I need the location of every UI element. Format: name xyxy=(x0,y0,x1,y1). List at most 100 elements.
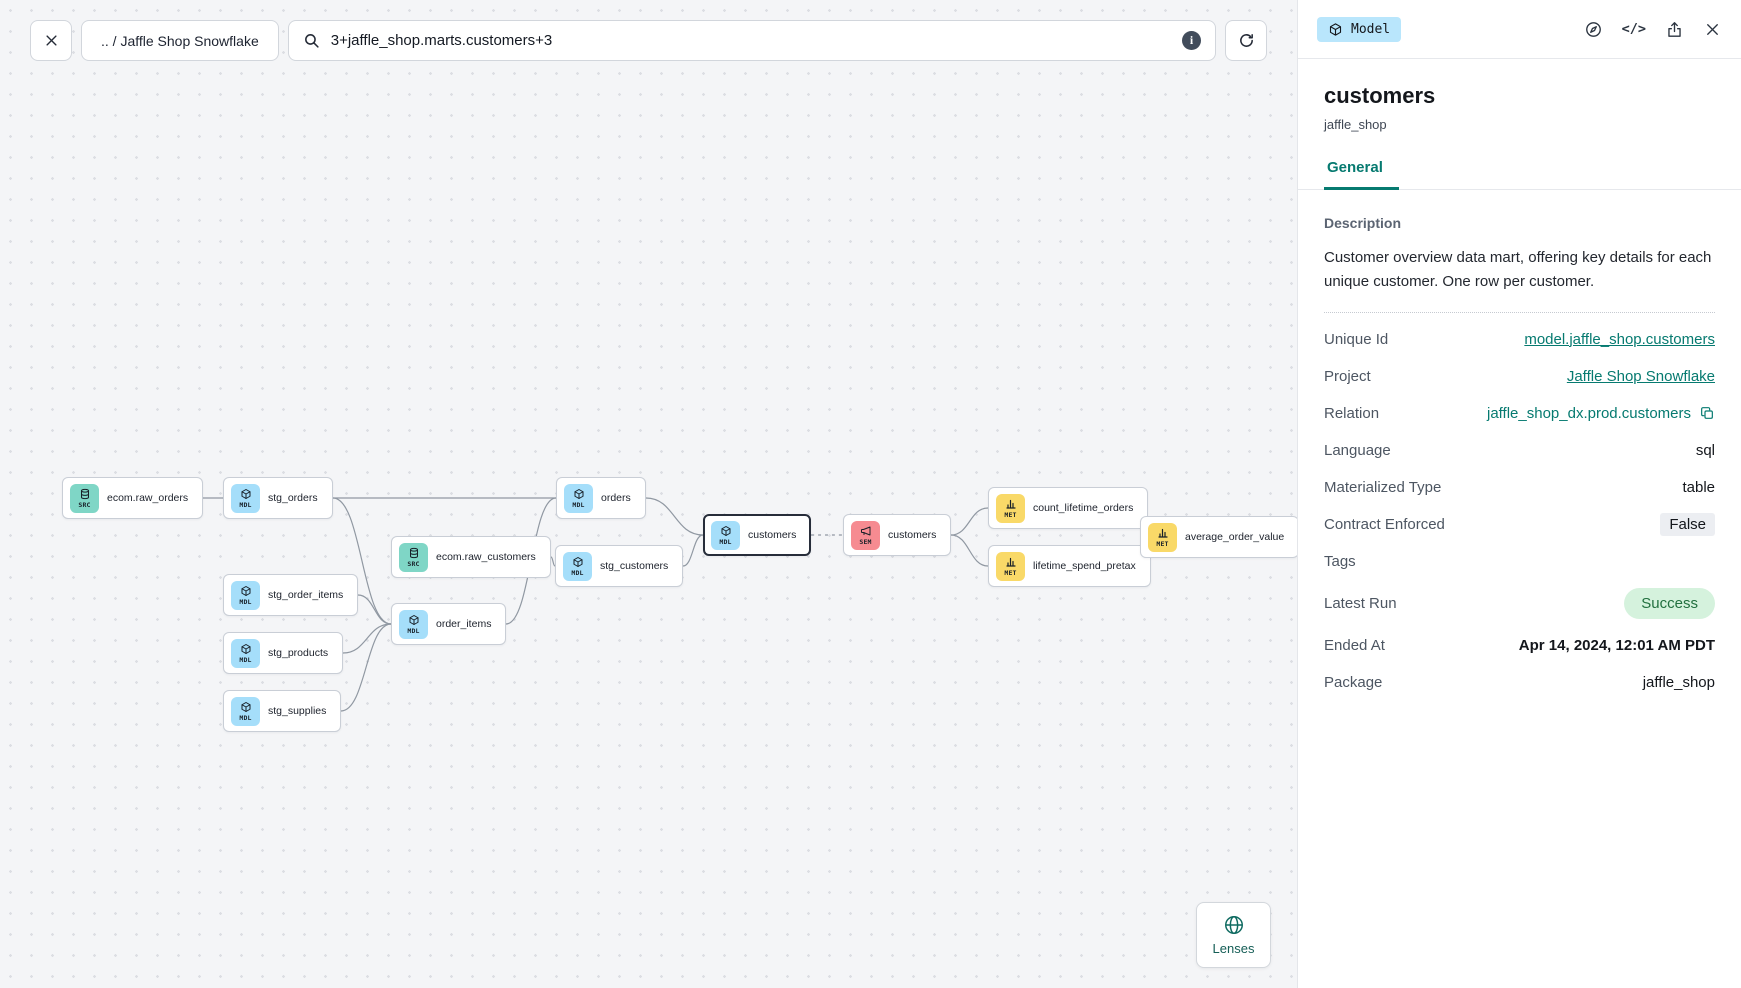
model-package-subtitle: jaffle_shop xyxy=(1324,117,1387,132)
model-cube-icon xyxy=(1329,22,1342,36)
node-label: stg_order_items xyxy=(268,589,344,601)
lenses-label: Lenses xyxy=(1212,941,1255,956)
graph-node-stg_products[interactable]: MDL stg_products xyxy=(223,632,344,674)
breadcrumb[interactable]: .. / Jaffle Shop Snowflake xyxy=(81,20,279,61)
view-code-button[interactable]: </> xyxy=(1621,21,1646,37)
model-icon: MDL xyxy=(399,609,428,639)
lineage-selector-searchbox[interactable]: i xyxy=(287,20,1216,61)
graph-node-orders[interactable]: MDL orders xyxy=(556,477,646,519)
detail-label: Ended At xyxy=(1324,636,1385,654)
model-icon: MDL xyxy=(564,483,593,513)
description-label: Description xyxy=(1324,215,1402,231)
detail-label: Latest Run xyxy=(1324,594,1397,612)
resource-type-badge: Model xyxy=(1317,16,1402,42)
graph-node-count_lifetime_orders[interactable]: MET count_lifetime_orders xyxy=(988,487,1149,529)
detail-value-unique-id[interactable]: model.jaffle_shop.customers xyxy=(1524,330,1715,348)
graph-node-order_items[interactable]: MDL order_items xyxy=(391,603,507,645)
detail-label: Language xyxy=(1324,441,1391,459)
node-label: average_order_value xyxy=(1185,531,1285,543)
node-label: lifetime_spend_pretax xyxy=(1033,560,1136,572)
detail-label: Package xyxy=(1324,673,1383,691)
graph-node-customers[interactable]: MDL customers xyxy=(703,514,812,556)
node-label: stg_customers xyxy=(600,560,669,572)
model-icon: MDL xyxy=(711,520,740,550)
node-label: customers xyxy=(748,529,797,541)
graph-node-raw_customers[interactable]: SRC ecom.raw_customers xyxy=(391,536,551,578)
explore-compass-icon xyxy=(1585,21,1601,37)
lenses-globe-icon xyxy=(1224,916,1243,934)
model-icon: MDL xyxy=(231,696,260,726)
explore-button[interactable] xyxy=(1584,20,1603,39)
node-label: orders xyxy=(601,492,631,504)
detail-value-package: jaffle_shop xyxy=(1642,673,1715,691)
close-icon xyxy=(1707,23,1718,35)
panel-tabbar: General xyxy=(1298,159,1741,190)
model-icon: MDL xyxy=(231,580,260,610)
close-lineage-button[interactable] xyxy=(30,20,72,61)
detail-label: Tags xyxy=(1324,552,1356,570)
detail-value-relation[interactable]: jaffle_shop_dx.prod.customers xyxy=(1486,404,1691,422)
detail-label: Project xyxy=(1324,367,1371,385)
source-icon: SRC xyxy=(399,542,428,572)
divider xyxy=(1324,311,1715,313)
detail-label: Materialized Type xyxy=(1324,478,1442,496)
detail-row-project: Project Jaffle Shop Snowflake xyxy=(1324,358,1715,395)
graph-node-stg_customers[interactable]: MDL stg_customers xyxy=(555,545,684,587)
graph-node-stg_order_items[interactable]: MDL stg_order_items xyxy=(223,574,359,616)
metric-icon: MET xyxy=(996,493,1025,523)
share-export-icon xyxy=(1668,21,1681,37)
detail-value-materialized-type: table xyxy=(1682,478,1715,496)
refresh-icon xyxy=(1239,34,1253,47)
panel-header: Model </> xyxy=(1298,0,1741,59)
node-label: count_lifetime_orders xyxy=(1033,502,1134,514)
detail-value-language: sql xyxy=(1695,441,1715,459)
node-label: customers xyxy=(888,529,937,541)
refresh-lineage-button[interactable] xyxy=(1225,20,1267,61)
detail-value-project[interactable]: Jaffle Shop Snowflake xyxy=(1566,367,1715,385)
tab-general[interactable]: General xyxy=(1324,159,1399,190)
model-name-title: customers xyxy=(1324,83,1436,108)
panel-title-block: customers jaffle_shop xyxy=(1298,59,1741,132)
graph-node-lifetime_spend_pretax[interactable]: MET lifetime_spend_pretax xyxy=(988,545,1151,587)
detail-row-latest-run: Latest Run Success xyxy=(1324,580,1715,627)
detail-row-language: Language sql xyxy=(1324,432,1715,469)
selector-info-icon[interactable]: i xyxy=(1182,31,1201,50)
panel-body: Description Customer overview data mart,… xyxy=(1298,190,1741,726)
node-label: stg_products xyxy=(268,647,329,659)
model-icon: MDL xyxy=(231,638,260,668)
lenses-button[interactable]: Lenses xyxy=(1196,902,1271,968)
graph-node-stg_supplies[interactable]: MDL stg_supplies xyxy=(223,690,342,732)
graph-node-customers_sem[interactable]: SEM customers xyxy=(843,514,952,556)
detail-row-tags: Tags xyxy=(1324,543,1715,580)
node-label: ecom.raw_orders xyxy=(107,492,189,504)
node-label: stg_orders xyxy=(268,492,318,504)
node-label: ecom.raw_customers xyxy=(436,551,536,563)
description-text: Customer overview data mart, offering ke… xyxy=(1324,249,1712,291)
node-label: stg_supplies xyxy=(268,705,327,717)
details-panel: Model </> customers jaffle_shop General xyxy=(1297,0,1741,988)
detail-row-package: Package jaffle_shop xyxy=(1324,664,1715,701)
detail-value-contract-enforced: False xyxy=(1660,512,1715,536)
copy-icon[interactable] xyxy=(1699,405,1715,421)
search-icon xyxy=(304,34,319,48)
semantic-model-icon: SEM xyxy=(851,520,880,550)
node-label: order_items xyxy=(436,618,492,630)
panel-actions: </> xyxy=(1584,20,1722,39)
close-panel-button[interactable] xyxy=(1703,20,1722,39)
graph-node-stg_orders[interactable]: MDL stg_orders xyxy=(223,477,333,519)
detail-row-materialized-type: Materialized Type table xyxy=(1324,469,1715,506)
model-icon: MDL xyxy=(231,483,260,513)
detail-value-latest-run: Success xyxy=(1624,587,1715,619)
share-button[interactable] xyxy=(1665,20,1684,39)
lineage-selector-input[interactable] xyxy=(330,32,1171,49)
model-icon: MDL xyxy=(563,551,592,581)
lineage-toolbar: .. / Jaffle Shop Snowflake i xyxy=(30,20,1267,61)
metric-icon: MET xyxy=(996,551,1025,581)
